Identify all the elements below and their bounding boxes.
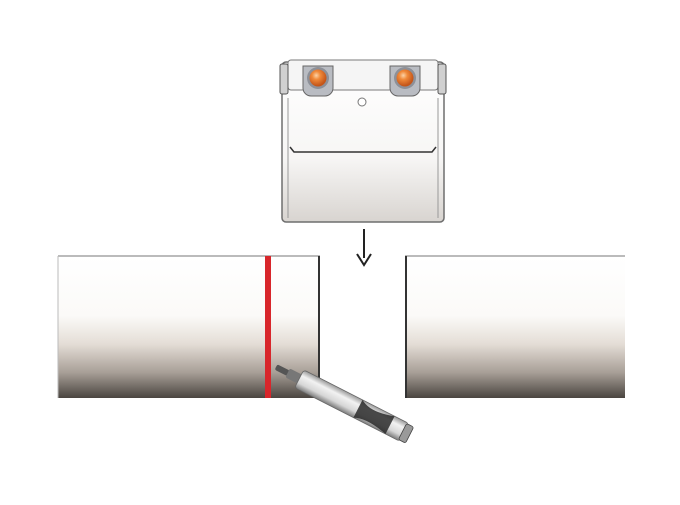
right-pipe xyxy=(405,255,625,398)
marker-pen-icon xyxy=(275,365,414,443)
arrow-down-icon xyxy=(356,229,372,267)
bolt-right-icon xyxy=(389,65,421,97)
pipe-clamp xyxy=(279,59,447,223)
insertion-depth-mark xyxy=(265,256,271,398)
left-pipe xyxy=(57,255,320,398)
bolt-left-icon xyxy=(302,65,334,97)
